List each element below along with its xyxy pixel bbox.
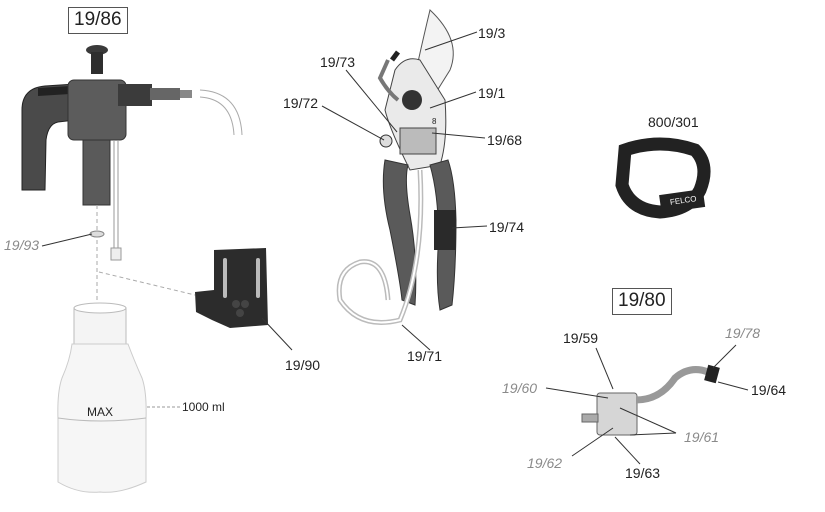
- bottle: [57, 302, 180, 493]
- pruner: [321, 9, 488, 351]
- part-label-19-73: 19/73: [320, 54, 356, 70]
- spray-head: [545, 344, 749, 465]
- part-label-800-301: 800/301: [648, 114, 699, 130]
- part-label-19-93: 19/93: [4, 237, 40, 253]
- part-label-19-3: 19/3: [478, 25, 506, 41]
- sprayer-head: [21, 45, 243, 305]
- part-label-19-64: 19/64: [751, 382, 787, 398]
- part-label-19-68: 19/68: [487, 132, 523, 148]
- volume-label: 1000 ml: [182, 400, 225, 414]
- part-label-19-61: 19/61: [684, 429, 720, 445]
- part-label-19-71: 19/71: [407, 348, 443, 364]
- part-label-19-63: 19/63: [625, 465, 661, 481]
- max-marking: MAX: [87, 405, 114, 419]
- kit-label-sprayer: 19/86: [68, 7, 128, 34]
- part-label-19-90: 19/90: [285, 357, 321, 373]
- part-label-19-78: 19/78: [725, 325, 761, 341]
- blade-mark: 8: [432, 117, 437, 126]
- part-label-19-72: 19/72: [283, 95, 319, 111]
- strap: [615, 137, 711, 219]
- part-label-19-59: 19/59: [563, 330, 599, 346]
- part-label-19-74: 19/74: [489, 219, 525, 235]
- holster: [195, 248, 293, 351]
- part-label-19-60: 19/60: [502, 380, 538, 396]
- part-label-19-62: 19/62: [527, 455, 563, 471]
- kit-label-head: 19/80: [612, 288, 672, 315]
- part-label-19-1: 19/1: [478, 85, 506, 101]
